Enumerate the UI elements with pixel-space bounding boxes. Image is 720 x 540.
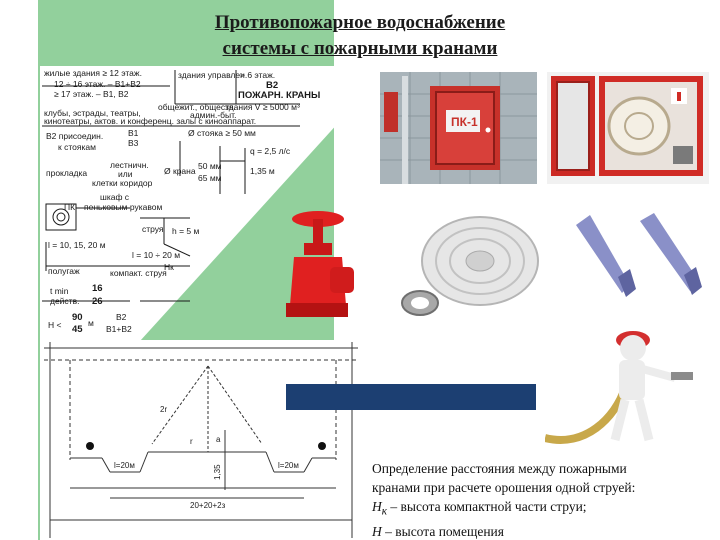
sketch-stairwell: лестничн. <box>110 160 149 170</box>
caption-line-4: H – высота помещения <box>372 522 712 540</box>
sketch-riser-diameter: Ø стояка ≥ 50 мм <box>188 128 256 138</box>
caption-hk-text: – высота компактной части струи; <box>387 499 587 514</box>
crane-left-icon <box>86 442 94 450</box>
sketch-floors-12-16: 12 ÷ 16 этаж. – В1+В2 <box>54 79 141 89</box>
sketch-floors-6: > 6 этаж. <box>240 70 275 80</box>
caption-line-2: кранами при расчете орошения одной струе… <box>372 480 636 495</box>
sketch-b2-subtitle: ПОЖАРН. КРАНЫ <box>238 90 320 101</box>
crane-right-icon <box>318 442 326 450</box>
sketch-compact-jet: компакт. струя <box>110 268 167 278</box>
sketch-b3: В3 <box>128 138 139 148</box>
caption-hk-sub: к <box>381 505 388 518</box>
sketch-flow: q = 2,5 л/с <box>250 146 291 156</box>
sketch-clubs: клубы, эстрады, театры, <box>44 108 141 118</box>
sketch-h-ineq: H < <box>48 320 62 330</box>
sketch-val-26: 26 <box>92 296 103 307</box>
plan-label-height: 1,35 <box>213 464 222 480</box>
sketch-h90: 90 <box>72 312 83 323</box>
sketch-cabinet: шкаф с <box>100 192 130 202</box>
sketch-val-16: 16 <box>92 283 103 294</box>
sketch-b2-connect: В2 присоедин. <box>46 131 103 141</box>
title-line-1: Противопожарное водоснабжение <box>214 12 506 33</box>
crane-spacing-plan: l=20м l=20м 20+20+2з 2r r a 1,35 <box>40 340 362 540</box>
caption-h-symbol: H <box>372 523 382 539</box>
caption-line-1: Определение расстояния между пожарными <box>372 461 627 476</box>
sketch-floors-17: ≥ 17 этаж. – В1, В2 <box>54 89 129 99</box>
sketch-corridor: клетки коридор <box>92 178 153 188</box>
sketch-pk: ПК <box>64 202 75 212</box>
fire-cabinet-closed-image: ПК-1 <box>380 72 537 184</box>
firefighter-image <box>545 331 693 444</box>
plan-label-span: 20+20+2з <box>190 501 226 510</box>
sketch-residential: жилые здания ≥ 12 этаж. <box>44 68 142 78</box>
sketch-hk: Hк <box>164 262 174 272</box>
sketch-b2-title: В2 <box>266 80 278 91</box>
sketch-height-135: 1,35 м <box>250 166 275 176</box>
sketch-b1b2-bottom: В1+В2 <box>106 324 132 334</box>
sketch-meters: м <box>88 318 94 328</box>
sketch-h5: h = 5 м <box>172 226 200 236</box>
sketch-floor: полугаж <box>48 266 80 276</box>
plan-label-r: r <box>190 437 193 446</box>
sketch-or: или <box>118 169 133 179</box>
sketch-laying: прокладка <box>46 168 87 178</box>
fire-water-supply-scheme: жилые здания ≥ 12 этаж. 12 ÷ 16 этаж. – … <box>40 66 390 341</box>
plan-label-left-hose: l=20м <box>114 461 135 470</box>
fire-valve-image <box>286 211 354 317</box>
blue-accent-bar <box>286 384 536 410</box>
sketch-b2-bottom: В2 <box>116 312 127 322</box>
plan-label-right-hose: l=20м <box>278 461 299 470</box>
sketch-hose-length: l = 10, 15, 20 м <box>48 240 106 250</box>
slide-title: Противопожарное водоснабжение системы с … <box>160 10 560 62</box>
sketch-admin-household: админ.-быт. <box>190 110 236 120</box>
svg-text:ПК-1: ПК-1 <box>451 115 478 129</box>
fire-hose-roll-image <box>401 216 539 316</box>
sketch-volume: здания V ≥ 5000 м³ <box>225 102 300 112</box>
sketch-cinemas: кинотеатры, актов. и конференц. залы с к… <box>44 116 256 126</box>
sketch-crane-diameter: Ø крана <box>164 166 196 176</box>
sketch-d50: 50 мм <box>198 161 222 171</box>
fire-cabinet-open-image <box>547 72 709 184</box>
sketch-b1: В1 <box>128 128 139 138</box>
plan-label-a: a <box>216 435 221 444</box>
plan-label-2r: 2r <box>160 405 167 414</box>
caption-line-3: Hк – высота компактной части струи; <box>372 497 712 522</box>
sketch-to-risers: к стоякам <box>58 142 96 152</box>
caption-hk-symbol: H <box>372 499 382 514</box>
sketch-d65: 65 мм <box>198 173 222 183</box>
sketch-hemp-hose: пеньковым рукавом <box>84 202 162 212</box>
sketch-admin: здания управлен. <box>178 70 247 80</box>
slide-caption: Определение расстояния между пожарными к… <box>372 459 712 540</box>
title-line-2: системы с пожарными кранами <box>222 38 498 59</box>
sketch-dormitory: общежит., обществ. <box>158 102 236 112</box>
fire-nozzles-image <box>576 213 702 297</box>
caption-h-text: – высота помещения <box>381 523 504 539</box>
sketch-jet-length: l = 10 ÷ 20 м <box>132 250 180 260</box>
sketch-t-actual: действ. <box>50 296 79 306</box>
scheme-paper <box>40 66 390 341</box>
sketch-h45: 45 <box>72 324 83 335</box>
sketch-jet: струя <box>142 224 164 234</box>
sketch-tmin: t min <box>50 286 69 296</box>
